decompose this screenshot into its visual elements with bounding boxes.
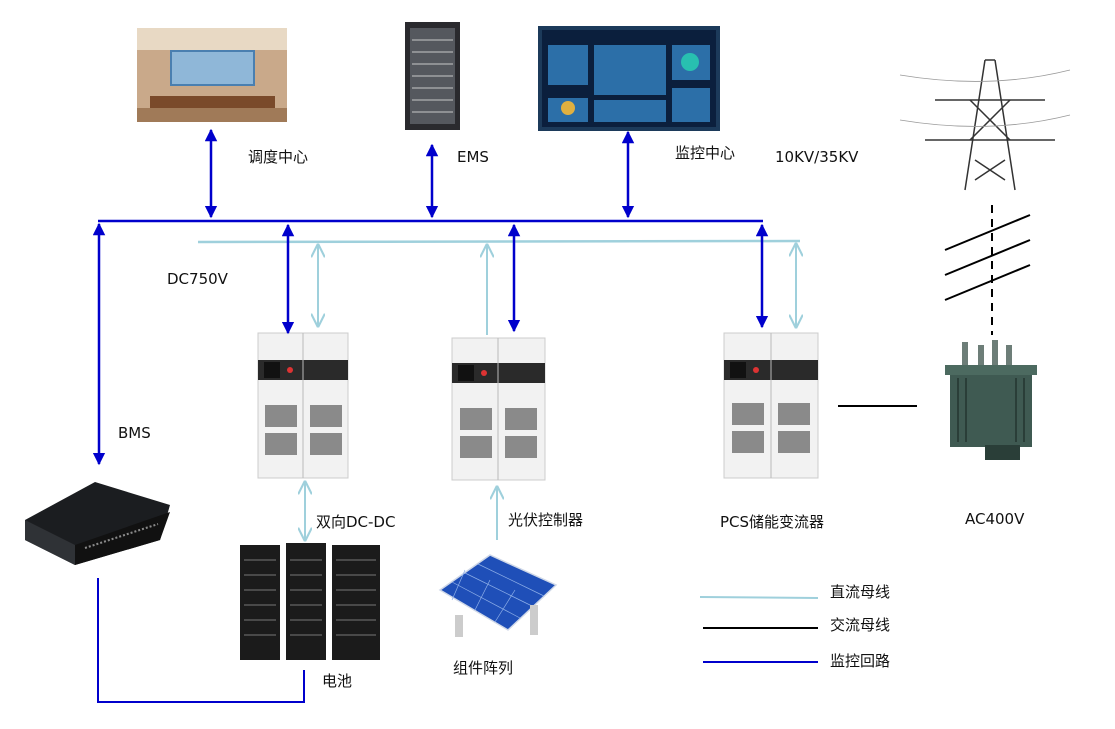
bms-battery-link [97,578,305,703]
ems-label: EMS [457,148,489,166]
battery-label: 电池 [322,672,352,690]
transformer-image [945,340,1037,460]
legend: 直流母线 交流母线 监控回路 [699,583,890,670]
pv-controller-label: 光伏控制器 [508,511,583,529]
pv-array-label: 组件阵列 [453,659,513,677]
legend-ac-bus-label: 交流母线 [830,616,890,634]
pcs-cabinet-image [723,332,819,479]
battery-racks-image [240,543,380,660]
grid-line-slashes [944,214,1031,301]
dc-bus-voltage-label: DC750V [167,270,229,288]
legend-dc-bus-label: 直流母线 [830,583,890,601]
pv-controller-cabinet-image [451,337,546,481]
control-room-image [137,28,287,122]
bms-device-image [25,482,170,565]
transmission-tower-image [899,59,1071,191]
grid-voltage-label: 10KV/35KV [775,148,859,166]
pcs-label: PCS储能变流器 [720,513,824,531]
monitoring-center-label: 监控中心 [675,144,735,162]
dcdc-cabinet-image [257,332,349,479]
dcdc-label: 双向DC-DC [316,513,395,531]
bms-label: BMS [118,424,151,442]
dc-bus-line [197,239,801,244]
dispatch-center-label: 调度中心 [248,148,308,166]
legend-monitor-label: 监控回路 [830,652,890,670]
ac-voltage-label: AC400V [965,510,1025,528]
ems-server-rack-image [405,22,460,130]
monitoring-screen-image [538,26,720,131]
solar-panel-image [438,554,558,637]
legend-dc-bus-swatch [699,596,819,599]
